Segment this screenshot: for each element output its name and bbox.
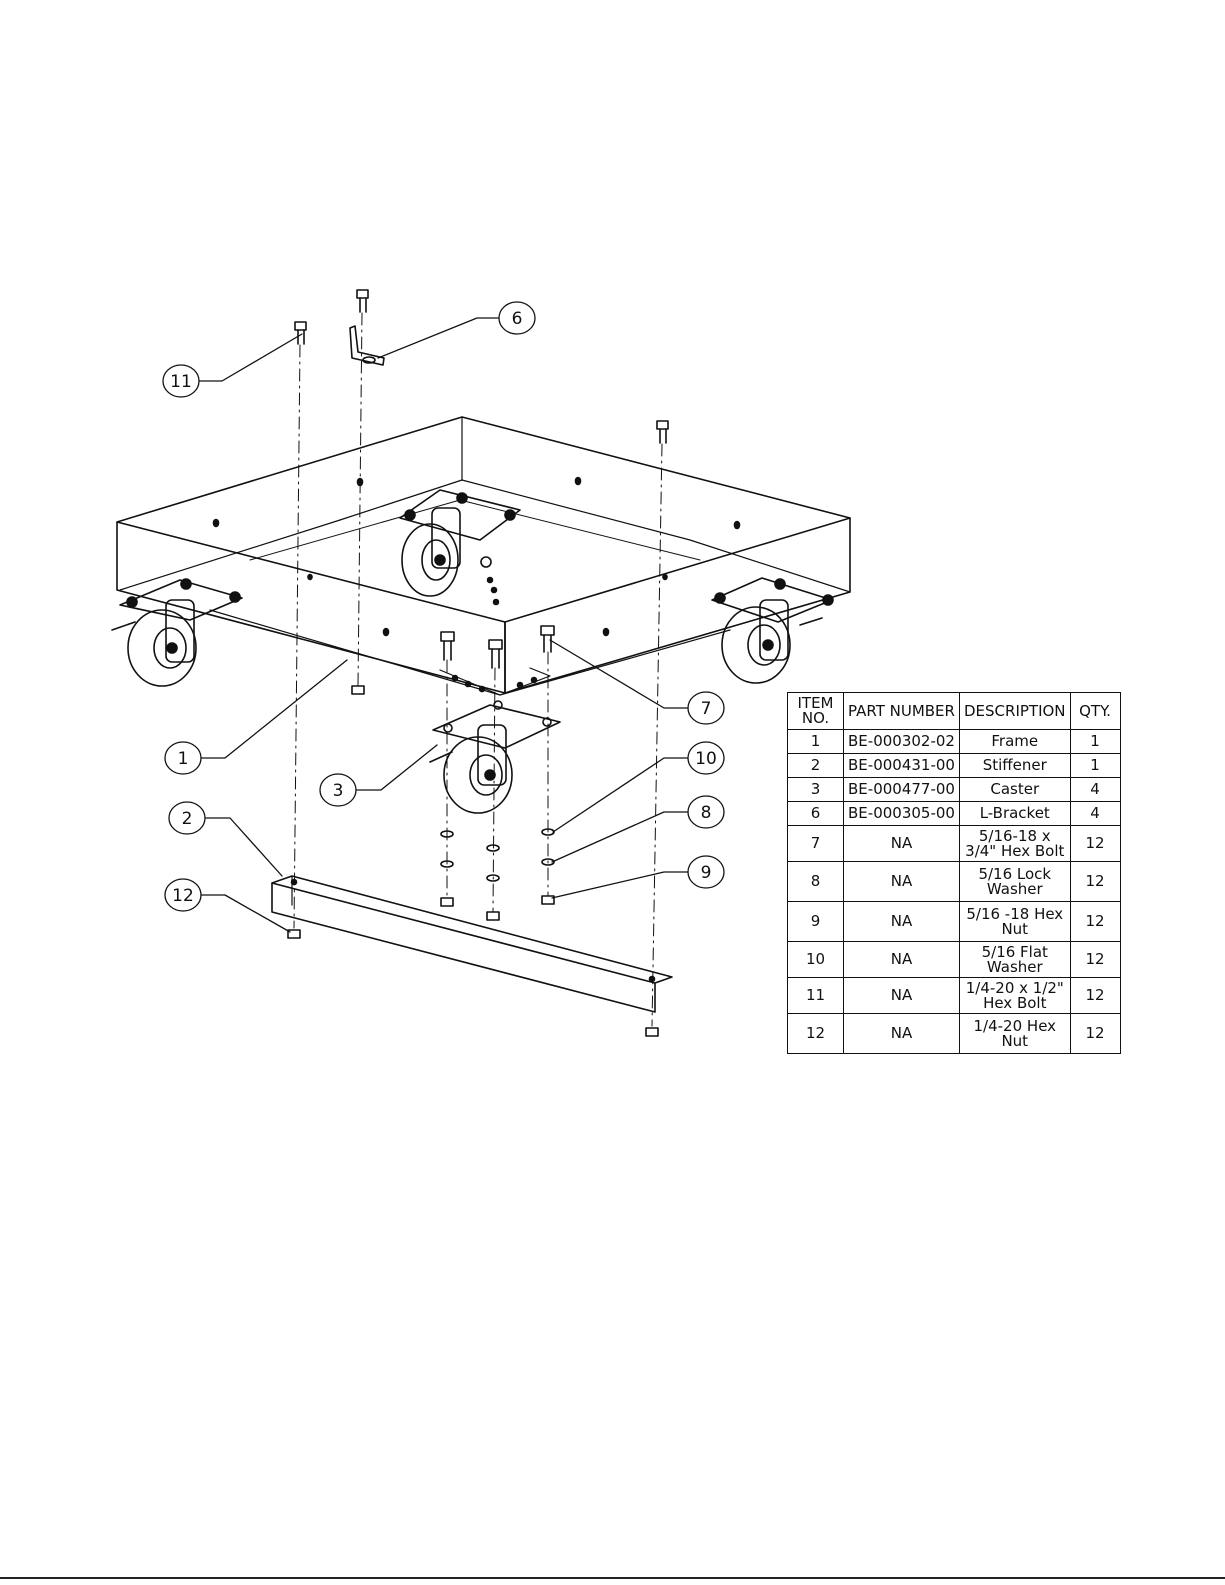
bom-cell-qty: 4 — [1069, 777, 1121, 802]
balloon-label: 8 — [701, 803, 712, 823]
balloon-7: 7 — [687, 691, 725, 725]
bom-cell-item: 12 — [787, 1013, 844, 1054]
l-bracket-part — [349, 325, 385, 366]
bom-cell-description: L-Bracket — [959, 801, 1071, 826]
caster-right — [711, 577, 834, 684]
bom-cell-part-number: NA — [843, 861, 960, 902]
caster-left — [111, 578, 243, 687]
bom-cell-qty: 1 — [1069, 729, 1121, 754]
balloon-3: 3 — [319, 773, 357, 807]
bom-cell-part-number: NA — [843, 901, 960, 942]
balloon-8: 8 — [687, 795, 725, 829]
bom-header-row: ITEM NO. PART NUMBER DESCRIPTION QTY. — [787, 692, 1121, 730]
bom-cell-description: 5/16 Flat Washer — [959, 941, 1071, 978]
bom-header-description: DESCRIPTION — [959, 692, 1071, 730]
bolt-7a — [440, 631, 455, 661]
page-bottom-rule — [0, 1577, 1225, 1579]
bom-cell-qty: 12 — [1069, 1013, 1121, 1054]
balloon-label: 1 — [178, 749, 189, 769]
bom-cell-part-number: NA — [843, 941, 960, 978]
bom-cell-qty: 1 — [1069, 753, 1121, 778]
bom-cell-description: Frame — [959, 729, 1071, 754]
explosion-lines — [293, 312, 663, 1027]
bom-cell-qty: 4 — [1069, 801, 1121, 826]
stiffener-part — [271, 875, 673, 1013]
bom-cell-qty: 12 — [1069, 861, 1121, 902]
bom-cell-part-number: BE-000302-02 — [843, 729, 960, 754]
bom-cell-item: 1 — [787, 729, 844, 754]
bom-cell-qty: 12 — [1069, 901, 1121, 942]
balloon-label: 9 — [701, 863, 712, 883]
bom-cell-part-number: NA — [843, 1013, 960, 1054]
bom-cell-part-number: NA — [843, 977, 960, 1014]
bolt-11 — [294, 321, 307, 345]
bom-cell-item: 3 — [787, 777, 844, 802]
bom-cell-part-number: BE-000305-00 — [843, 801, 960, 826]
washers-and-nuts — [287, 685, 659, 1037]
bom-header-qty: QTY. — [1069, 692, 1121, 730]
balloon-12: 12 — [164, 878, 202, 912]
bolt-right — [656, 420, 669, 444]
bom-cell-description: Stiffener — [959, 753, 1071, 778]
bom-cell-part-number: NA — [843, 825, 960, 862]
bom-cell-item: 7 — [787, 825, 844, 862]
balloon-label: 6 — [512, 309, 523, 329]
bom-cell-description: 1/4-20 x 1/2" Hex Bolt — [959, 977, 1071, 1014]
bolt-top — [356, 289, 369, 313]
balloon-6: 6 — [498, 301, 536, 335]
bom-cell-description: 5/16-18 x 3/4" Hex Bolt — [959, 825, 1071, 862]
bom-header-item: ITEM NO. — [787, 692, 844, 730]
balloon-1: 1 — [164, 741, 202, 775]
bom-cell-description: Caster — [959, 777, 1071, 802]
bom-cell-item: 6 — [787, 801, 844, 826]
bom-cell-description: 1/4-20 Hex Nut — [959, 1013, 1071, 1054]
bom-cell-description: 5/16 -18 Hex Nut — [959, 901, 1071, 942]
bom-cell-qty: 12 — [1069, 941, 1121, 978]
balloon-9: 9 — [687, 855, 725, 889]
balloon-leaders — [198, 317, 689, 933]
bom-cell-item: 10 — [787, 941, 844, 978]
bom-header-part-number: PART NUMBER — [843, 692, 960, 730]
caster-front-exploded — [429, 700, 561, 814]
balloon-label: 12 — [172, 886, 194, 906]
bom-cell-part-number: BE-000477-00 — [843, 777, 960, 802]
balloon-label: 2 — [182, 809, 193, 829]
balloon-11: 11 — [162, 364, 200, 398]
frame-part — [116, 416, 851, 696]
bolt-7b — [488, 639, 503, 669]
bolt-7c — [540, 625, 555, 653]
bom-cell-item: 8 — [787, 861, 844, 902]
bom-cell-qty: 12 — [1069, 825, 1121, 862]
caster-back — [399, 489, 521, 597]
bom-cell-description: 5/16 Lock Washer — [959, 861, 1071, 902]
balloon-2: 2 — [168, 801, 206, 835]
bom-cell-item: 2 — [787, 753, 844, 778]
balloon-label: 3 — [333, 781, 344, 801]
bom-cell-item: 9 — [787, 901, 844, 942]
balloon-label: 11 — [170, 372, 192, 392]
balloon-10: 10 — [687, 741, 725, 775]
bom-cell-qty: 12 — [1069, 977, 1121, 1014]
balloon-label: 10 — [695, 749, 717, 769]
bom-cell-item: 11 — [787, 977, 844, 1014]
bom-cell-part-number: BE-000431-00 — [843, 753, 960, 778]
balloon-label: 7 — [701, 699, 712, 719]
